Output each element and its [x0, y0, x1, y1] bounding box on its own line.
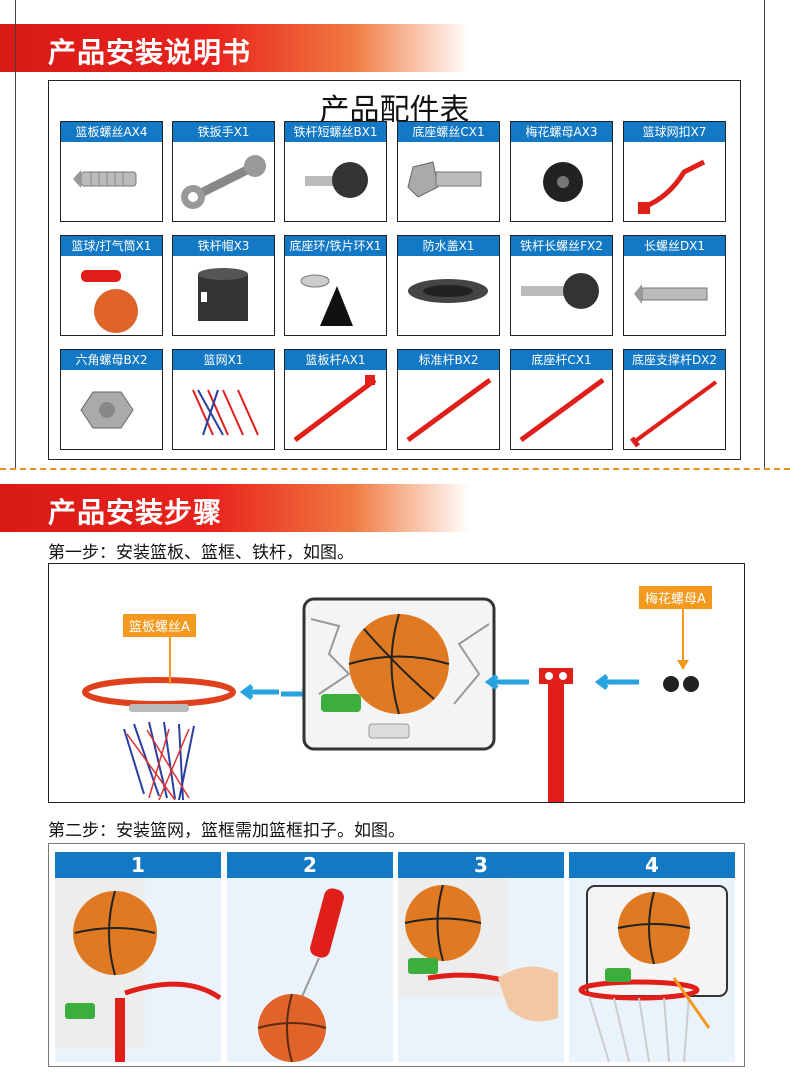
section-banner-manual: 产品安装说明书	[0, 24, 470, 72]
part-label: 铁杆帽X3	[173, 236, 274, 256]
part-label: 篮板杆AX1	[285, 350, 386, 370]
panel-number: 4	[569, 852, 735, 878]
long-knob-screw-icon	[521, 273, 599, 309]
part-cell: 底座杆CX1	[510, 349, 613, 450]
part-cell: 铁扳手X1	[172, 121, 275, 222]
hook-install-icon	[398, 878, 558, 1022]
section-banner-steps: 产品安装步骤	[0, 484, 470, 532]
net-icon	[192, 389, 259, 436]
part-cell: 底座支撑杆DX2	[623, 349, 726, 450]
knob-screw-icon	[305, 162, 368, 198]
part-cell: 防水盖X1	[397, 235, 500, 336]
panel-number: 1	[55, 852, 221, 878]
part-cell: 梅花螺母AX3	[510, 121, 613, 222]
part-label: 长螺丝DX1	[624, 236, 725, 256]
part-label: 铁扳手X1	[173, 122, 274, 142]
section-title-steps: 产品安装步骤	[48, 496, 223, 529]
part-cell: 篮球网扣X7	[623, 121, 726, 222]
standard-pole-icon	[406, 377, 492, 443]
star-nut-icon	[543, 162, 583, 202]
part-label: 篮球/打气筒X1	[61, 236, 162, 256]
part-label: 底座螺丝CX1	[398, 122, 499, 142]
part-cell: 篮板杆AX1	[284, 349, 387, 450]
part-cell: 标准杆BX2	[397, 349, 500, 450]
star-nut-icon	[663, 676, 699, 692]
base-ring-icon	[300, 274, 353, 326]
part-label: 篮网X1	[173, 350, 274, 370]
part-label: 标准杆BX2	[398, 350, 499, 370]
part-cell: 长螺丝DX1	[623, 235, 726, 336]
margin-line-left	[15, 0, 16, 470]
margin-line-right	[764, 0, 765, 470]
net-hook-icon	[638, 159, 706, 214]
hex-bolt-icon	[407, 161, 482, 198]
step2-panel-1: 1	[55, 852, 221, 1062]
part-cell: 铁杆长螺丝FX2	[510, 235, 613, 336]
pole-icon	[539, 668, 573, 802]
step2-text: 第二步：安装篮网，篮框需加篮框扣子。如图。	[48, 821, 405, 841]
step1-illustration: 篮板螺丝A 梅花螺母A	[48, 563, 745, 803]
support-pole-icon	[630, 380, 718, 448]
part-label: 铁杆长螺丝FX2	[511, 236, 612, 256]
part-cell: 篮网X1	[172, 349, 275, 450]
panel-number: 3	[398, 852, 564, 878]
part-cell: 底座螺丝CX1	[397, 121, 500, 222]
complete-hoop-icon	[578, 885, 728, 1062]
part-label: 六角螺母BX2	[61, 350, 162, 370]
step2-illustration	[48, 843, 745, 1067]
water-cap-icon	[408, 279, 488, 303]
wrench-icon	[181, 155, 266, 209]
part-cell: 篮球/打气筒X1	[60, 235, 163, 336]
step2-panel-3: 3	[398, 852, 564, 1062]
part-cell: 铁杆短螺丝BX1	[284, 121, 387, 222]
callout-backboard-screw: 篮板螺丝A	[123, 614, 196, 637]
part-label: 铁杆短螺丝BX1	[285, 122, 386, 142]
step2-panel-2: 2	[227, 852, 393, 1062]
part-label: 防水盖X1	[398, 236, 499, 256]
part-cell: 铁杆帽X3	[172, 235, 275, 336]
base-pole-icon	[519, 377, 605, 443]
backboard-pole-icon	[293, 375, 377, 442]
bolt-icon	[73, 170, 137, 188]
part-label: 篮板螺丝AX4	[61, 122, 162, 142]
part-label: 梅花螺母AX3	[511, 122, 612, 142]
hoop-icon	[82, 677, 236, 801]
section-divider	[0, 468, 790, 470]
step1-text: 第一步：安装篮板、篮框、铁杆，如图。	[48, 543, 354, 563]
part-cell: 底座环/铁片环X1	[284, 235, 387, 336]
part-cell: 篮板螺丝AX4	[60, 121, 163, 222]
ball-pump-icon	[257, 888, 344, 1062]
backboard-icon	[302, 597, 496, 751]
part-label: 底座环/铁片环X1	[285, 236, 386, 256]
hex-nut-icon	[80, 391, 134, 429]
callout-star-nut: 梅花螺母A	[639, 586, 712, 609]
backboard-ball-icon	[55, 878, 221, 1062]
part-label: 底座杆CX1	[511, 350, 612, 370]
part-label: 底座支撑杆DX2	[624, 350, 725, 370]
step2-panel-4: 4	[569, 852, 735, 1062]
part-label: 篮球网扣X7	[624, 122, 725, 142]
section-title-manual: 产品安装说明书	[48, 36, 252, 69]
pole-cap-icon	[198, 268, 248, 321]
part-cell: 六角螺母BX2	[60, 349, 163, 450]
ball-pump-icon	[81, 270, 138, 333]
panel-number: 2	[227, 852, 393, 878]
long-bolt-icon	[634, 284, 708, 304]
